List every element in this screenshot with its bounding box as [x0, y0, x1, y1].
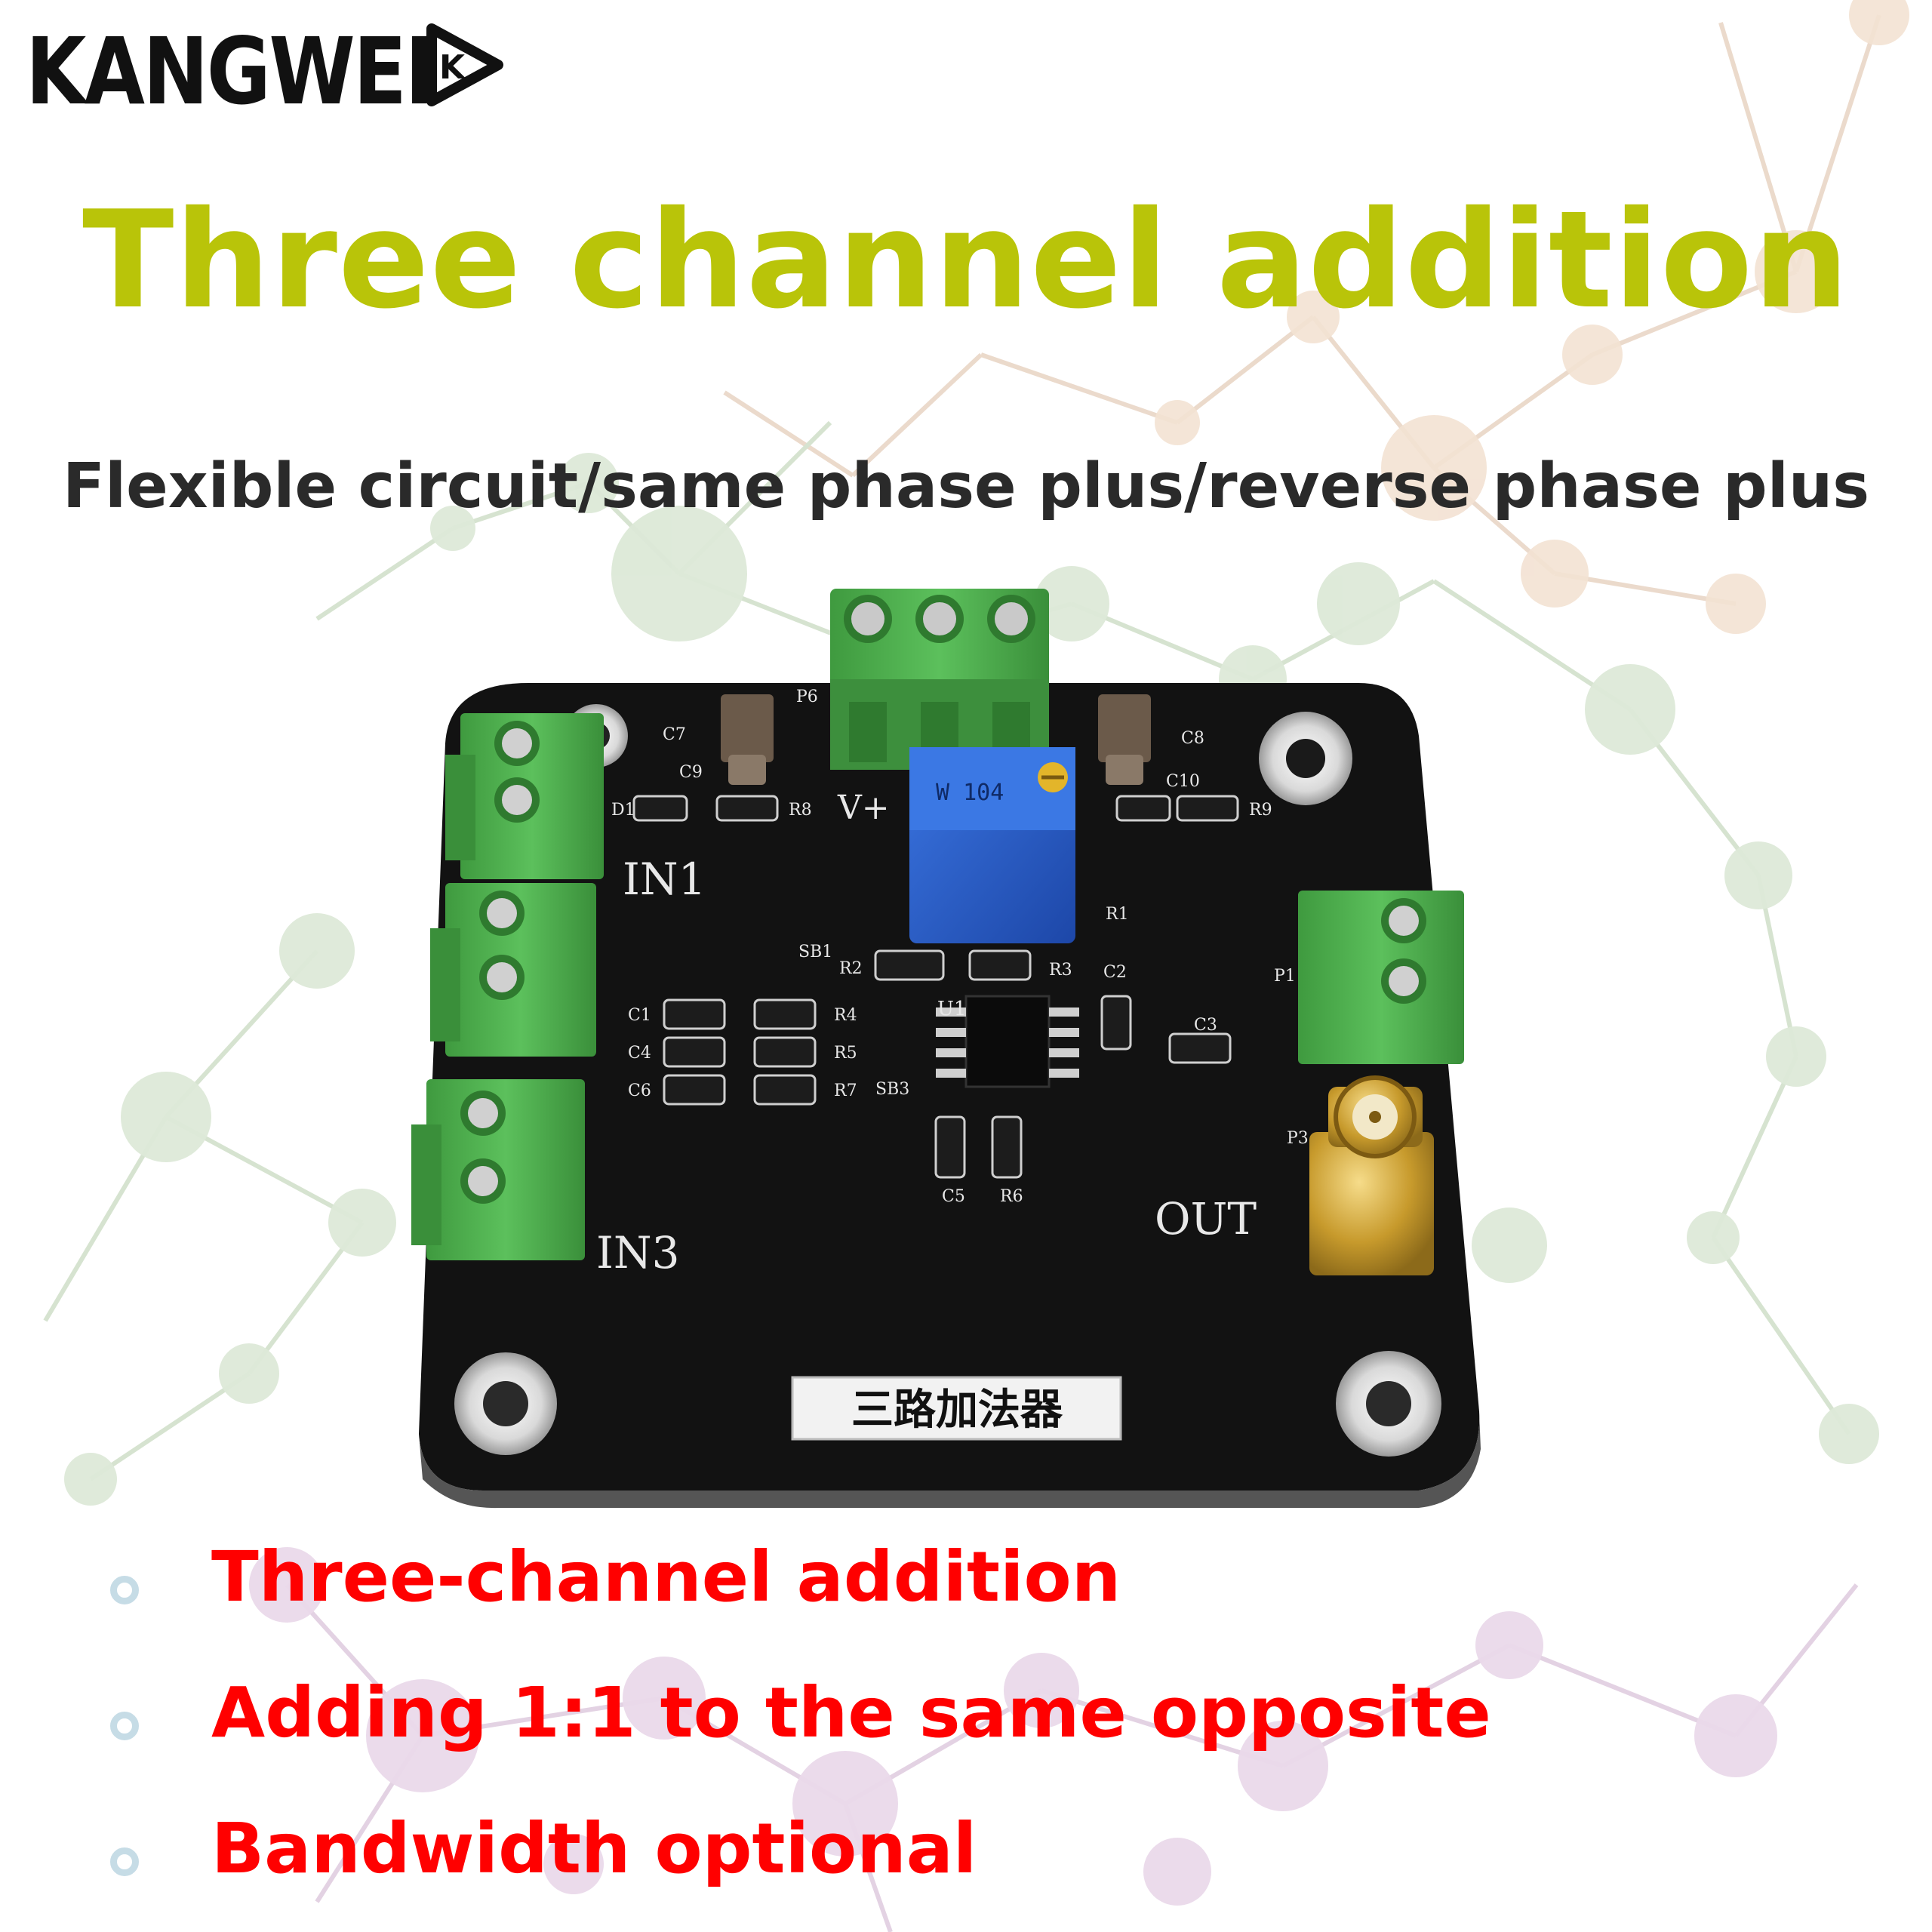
silk-vplus: V+: [837, 789, 890, 827]
pot-code-label: W 104: [936, 780, 1004, 806]
silk-u1: U1: [937, 998, 966, 1020]
board-name-label: 三路加法器: [791, 1376, 1122, 1441]
brand-logo-text: KANGWEI: [26, 18, 434, 125]
smd-components: [632, 795, 1239, 1179]
silk-c5: C5: [942, 1187, 965, 1206]
tantalum-capacitors: [721, 694, 1151, 785]
silk-p3: P3: [1287, 1129, 1309, 1148]
silk-c7: C7: [663, 725, 686, 744]
bullet-circle-icon: [110, 1576, 139, 1604]
opamp-ic-u1: [936, 995, 1079, 1088]
mounting-hole-top-right: [1259, 712, 1352, 805]
silk-in1: IN1: [623, 854, 706, 905]
feature-text: Three-channel addition: [211, 1537, 1121, 1617]
input-terminal-1: [445, 713, 604, 879]
silk-d1: D1: [611, 801, 635, 820]
feature-item: Three-channel addition: [106, 1517, 1766, 1638]
brand-logo-mark: K: [439, 48, 466, 87]
feature-item: Adding 1:1 to the same opposite: [106, 1653, 1766, 1774]
silk-c6: C6: [628, 1081, 651, 1100]
output-terminal-block: [1298, 891, 1464, 1064]
sma-output-connector: [1309, 1075, 1434, 1275]
silk-r7: R7: [834, 1081, 857, 1100]
pcb-board: [419, 683, 1480, 1491]
silk-c9: C9: [679, 763, 703, 782]
feature-text: Bandwidth optional: [211, 1808, 977, 1889]
silk-c8: C8: [1181, 729, 1204, 748]
silk-c2: C2: [1103, 963, 1127, 982]
silk-sb3: SB3: [875, 1080, 909, 1099]
page-title: Three channel addition: [82, 182, 1850, 338]
bullet-circle-icon: [110, 1712, 139, 1740]
silk-r8: R8: [789, 801, 812, 820]
page-subtitle: Flexible circuit/same phase plus/reverse…: [62, 451, 1870, 522]
silk-sb1: SB1: [798, 943, 832, 961]
silk-p1: P1: [1274, 967, 1296, 986]
input-terminal-3: [411, 1079, 585, 1260]
silk-r1: R1: [1106, 905, 1129, 924]
input-terminal-2: [430, 883, 596, 1057]
trimmer-potentiometer: W 104: [909, 747, 1075, 943]
silk-p6: P6: [796, 688, 818, 706]
silk-r5: R5: [834, 1044, 857, 1063]
silk-r6: R6: [1000, 1187, 1023, 1206]
silk-out: OUT: [1155, 1193, 1257, 1244]
mounting-hole-bottom-right: [1336, 1351, 1441, 1457]
silk-c3: C3: [1194, 1016, 1217, 1035]
bullet-circle-icon: [110, 1847, 139, 1876]
feature-text: Adding 1:1 to the same opposite: [211, 1672, 1491, 1753]
silk-in3: IN3: [596, 1227, 680, 1278]
silk-c4: C4: [628, 1044, 651, 1063]
brand-logo-icon: K: [426, 23, 503, 106]
silk-r2: R2: [839, 959, 863, 978]
silk-r4: R4: [834, 1006, 857, 1025]
silk-c10: C10: [1166, 772, 1200, 791]
power-terminal-block: [830, 589, 1049, 770]
silk-r3: R3: [1049, 961, 1072, 980]
mounting-hole-bottom-left: [454, 1352, 557, 1455]
silk-c1: C1: [628, 1006, 651, 1025]
board-name-text: 三路加法器: [851, 1386, 1063, 1435]
silk-r9: R9: [1249, 801, 1272, 820]
feature-item: Bandwidth optional: [106, 1789, 1766, 1909]
